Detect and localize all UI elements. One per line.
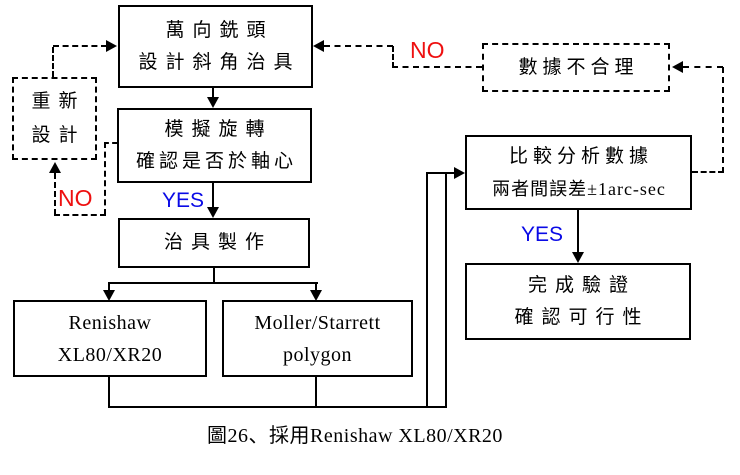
compare-line2: 兩者間誤差±1arc-sec bbox=[492, 178, 666, 199]
arrowhead-left-invalid bbox=[672, 61, 683, 73]
dashed-invalid-corner bbox=[392, 46, 394, 68]
no-label-invalid: NO bbox=[410, 37, 445, 63]
yes-label-compare: YES bbox=[521, 223, 564, 246]
connector-split-horizontal bbox=[108, 282, 318, 284]
simulate-box: 模擬旋轉 確認是否於軸心 bbox=[117, 108, 312, 183]
dashed-compare-right bbox=[692, 171, 724, 173]
renishaw-line1: Renishaw bbox=[68, 311, 152, 334]
connector-riser-outer bbox=[445, 172, 447, 408]
done-box: 完成驗證 確認可行性 bbox=[465, 263, 691, 340]
connector-simulate-to-fixture bbox=[212, 183, 214, 209]
arrowhead-down-fixture bbox=[207, 207, 219, 218]
dashed-invalid-left bbox=[392, 66, 482, 68]
universal-head-line2: 設計斜角治具 bbox=[138, 51, 301, 73]
dashed-loop-bottom bbox=[54, 214, 106, 216]
arrowhead-right-tophead bbox=[106, 40, 117, 52]
renishaw-box: Renishaw XL80/XR20 bbox=[13, 300, 207, 377]
compare-box: 比較分析數據 兩者間誤差±1arc-sec bbox=[465, 135, 692, 210]
dashed-to-tophead bbox=[324, 45, 393, 47]
dashed-loop-right-drop bbox=[104, 142, 106, 215]
arrowhead-up-redesign bbox=[49, 162, 61, 173]
simulate-line2: 確認是否於軸心 bbox=[135, 150, 297, 172]
connector-bottom-bus bbox=[108, 406, 447, 408]
universal-head-box: 萬向銑頭 設計斜角治具 bbox=[118, 5, 313, 88]
arrowhead-right-compare bbox=[454, 167, 465, 179]
dashed-right-riser bbox=[722, 67, 724, 173]
dashed-loop-left-rise bbox=[54, 173, 56, 215]
renishaw-line2: XL80/XR20 bbox=[57, 343, 163, 366]
arrowhead-down-simulate bbox=[207, 97, 219, 108]
dashed-redesign-up bbox=[52, 47, 54, 77]
connector-riser-inner bbox=[426, 172, 428, 408]
redesign-line2: 設計 bbox=[31, 124, 86, 146]
dashed-redesign-right bbox=[53, 45, 107, 47]
fixture-box: 治具製作 bbox=[118, 218, 310, 268]
dashed-into-invalid bbox=[683, 66, 723, 68]
connector-into-compare bbox=[427, 172, 455, 174]
no-label-redesign: NO bbox=[58, 185, 93, 211]
dashed-simulate-left bbox=[104, 142, 117, 144]
connector-split-right-down bbox=[315, 282, 317, 292]
moller-line1: Moller/Starrett bbox=[254, 311, 381, 334]
connector-compare-to-done bbox=[577, 210, 579, 254]
simulate-line1: 模擬旋轉 bbox=[164, 118, 273, 140]
connector-fixture-down bbox=[213, 268, 215, 284]
done-line1: 完成驗證 bbox=[527, 274, 636, 296]
connector-renishaw-down bbox=[108, 377, 110, 408]
moller-box: Moller/Starrett polygon bbox=[222, 300, 413, 377]
universal-head-line1: 萬向銑頭 bbox=[165, 19, 274, 41]
connector-split-left-down bbox=[108, 282, 110, 292]
compare-line1: 比較分析數據 bbox=[508, 145, 653, 167]
yes-label-simulate: YES bbox=[162, 189, 205, 212]
done-line2: 確認可行性 bbox=[514, 306, 650, 328]
arrowhead-left-tophead bbox=[313, 40, 324, 52]
invalid-data-line1: 數據不合理 bbox=[518, 56, 639, 78]
figure-caption: 圖26、採用Renishaw XL80/XR20 bbox=[207, 425, 503, 447]
arrowhead-down-renishaw bbox=[103, 290, 115, 301]
moller-line2: polygon bbox=[282, 343, 353, 366]
connector-top-to-simulate bbox=[212, 88, 214, 99]
redesign-line1: 重新 bbox=[31, 90, 86, 112]
connector-moller-down bbox=[315, 377, 317, 408]
redesign-box: 重新 設計 bbox=[12, 77, 97, 160]
arrowhead-down-done bbox=[572, 252, 584, 263]
arrowhead-down-moller bbox=[310, 290, 322, 301]
fixture-line1: 治具製作 bbox=[163, 232, 272, 253]
invalid-data-box: 數據不合理 bbox=[482, 43, 670, 92]
